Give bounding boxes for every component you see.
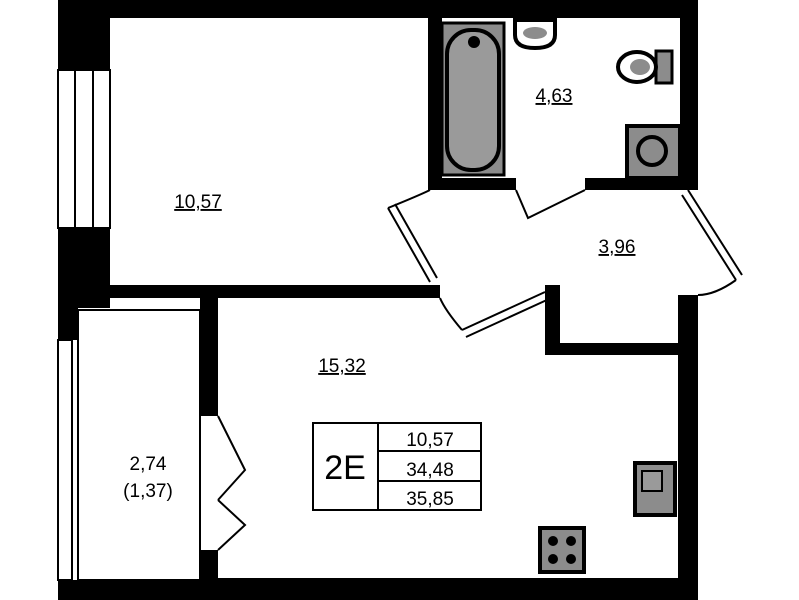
kitchen-sink xyxy=(633,461,677,517)
living-space-value: 10,57 xyxy=(406,430,454,451)
total-area-value: 34,48 xyxy=(406,460,454,481)
toilet xyxy=(616,49,674,85)
walls xyxy=(58,0,698,600)
balcony-reduced-area-label: (1,37) xyxy=(123,481,173,502)
washing-machine xyxy=(625,124,682,180)
windows xyxy=(57,69,201,581)
washbasin xyxy=(513,18,557,51)
bathroom-area-label: 4,63 xyxy=(536,86,573,107)
bathtub xyxy=(440,21,506,177)
total-with-balcony-value: 35,85 xyxy=(406,489,454,510)
area-legend-table: 2E 10,57 34,48 35,85 xyxy=(312,422,482,511)
living-area-label: 15,32 xyxy=(318,356,366,377)
hallway-area-label: 3,96 xyxy=(599,237,636,258)
bedroom-area-label: 10,57 xyxy=(174,192,222,213)
balcony-area-label: 2,74 xyxy=(130,454,167,475)
stove xyxy=(538,526,586,574)
doors xyxy=(217,189,743,551)
apartment-type-label: 2E xyxy=(324,449,366,487)
